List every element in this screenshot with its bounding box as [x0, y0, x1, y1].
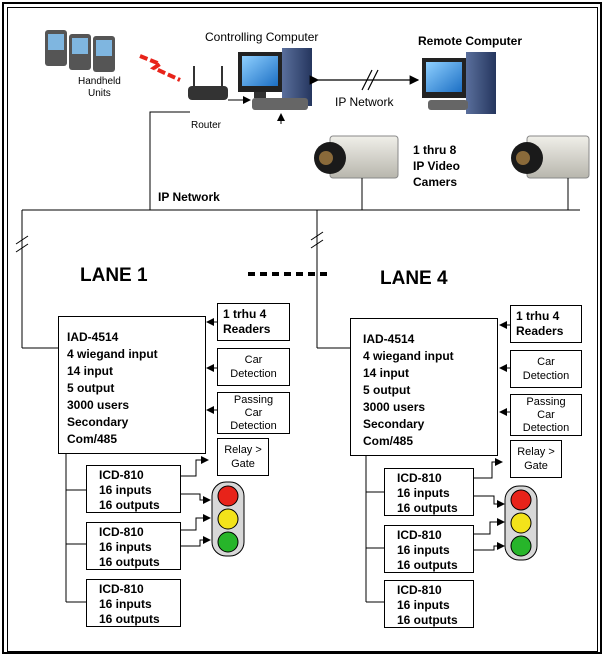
- traffic-light-lane4-icon: [504, 485, 538, 561]
- ip-network-top-label: IP Network: [335, 95, 394, 109]
- diagram-border: [7, 7, 598, 652]
- wireless-signal-icon: [139, 54, 181, 82]
- lane-1-title: LANE 1: [80, 265, 148, 286]
- controlling-computer-label: Controlling Computer: [205, 30, 319, 44]
- router-label: Router: [191, 120, 222, 131]
- controlling-computer-icon: [238, 48, 312, 110]
- traffic-light-lane1-icon: [211, 481, 245, 557]
- lane-4-title: LANE 4: [380, 268, 448, 289]
- ip-network-left-label: IP Network: [158, 190, 220, 204]
- remote-computer-icon: [422, 52, 496, 114]
- handheld-units-icon: [45, 30, 115, 72]
- camera-left-icon: [314, 135, 399, 179]
- camera-right-icon: [511, 135, 590, 179]
- router-icon: [188, 66, 228, 100]
- remote-computer-label: Remote Computer: [418, 34, 523, 48]
- lane-4-relay-gate: Relay >Gate: [510, 440, 562, 478]
- lane-1-relay-gate: Relay >Gate: [217, 438, 269, 476]
